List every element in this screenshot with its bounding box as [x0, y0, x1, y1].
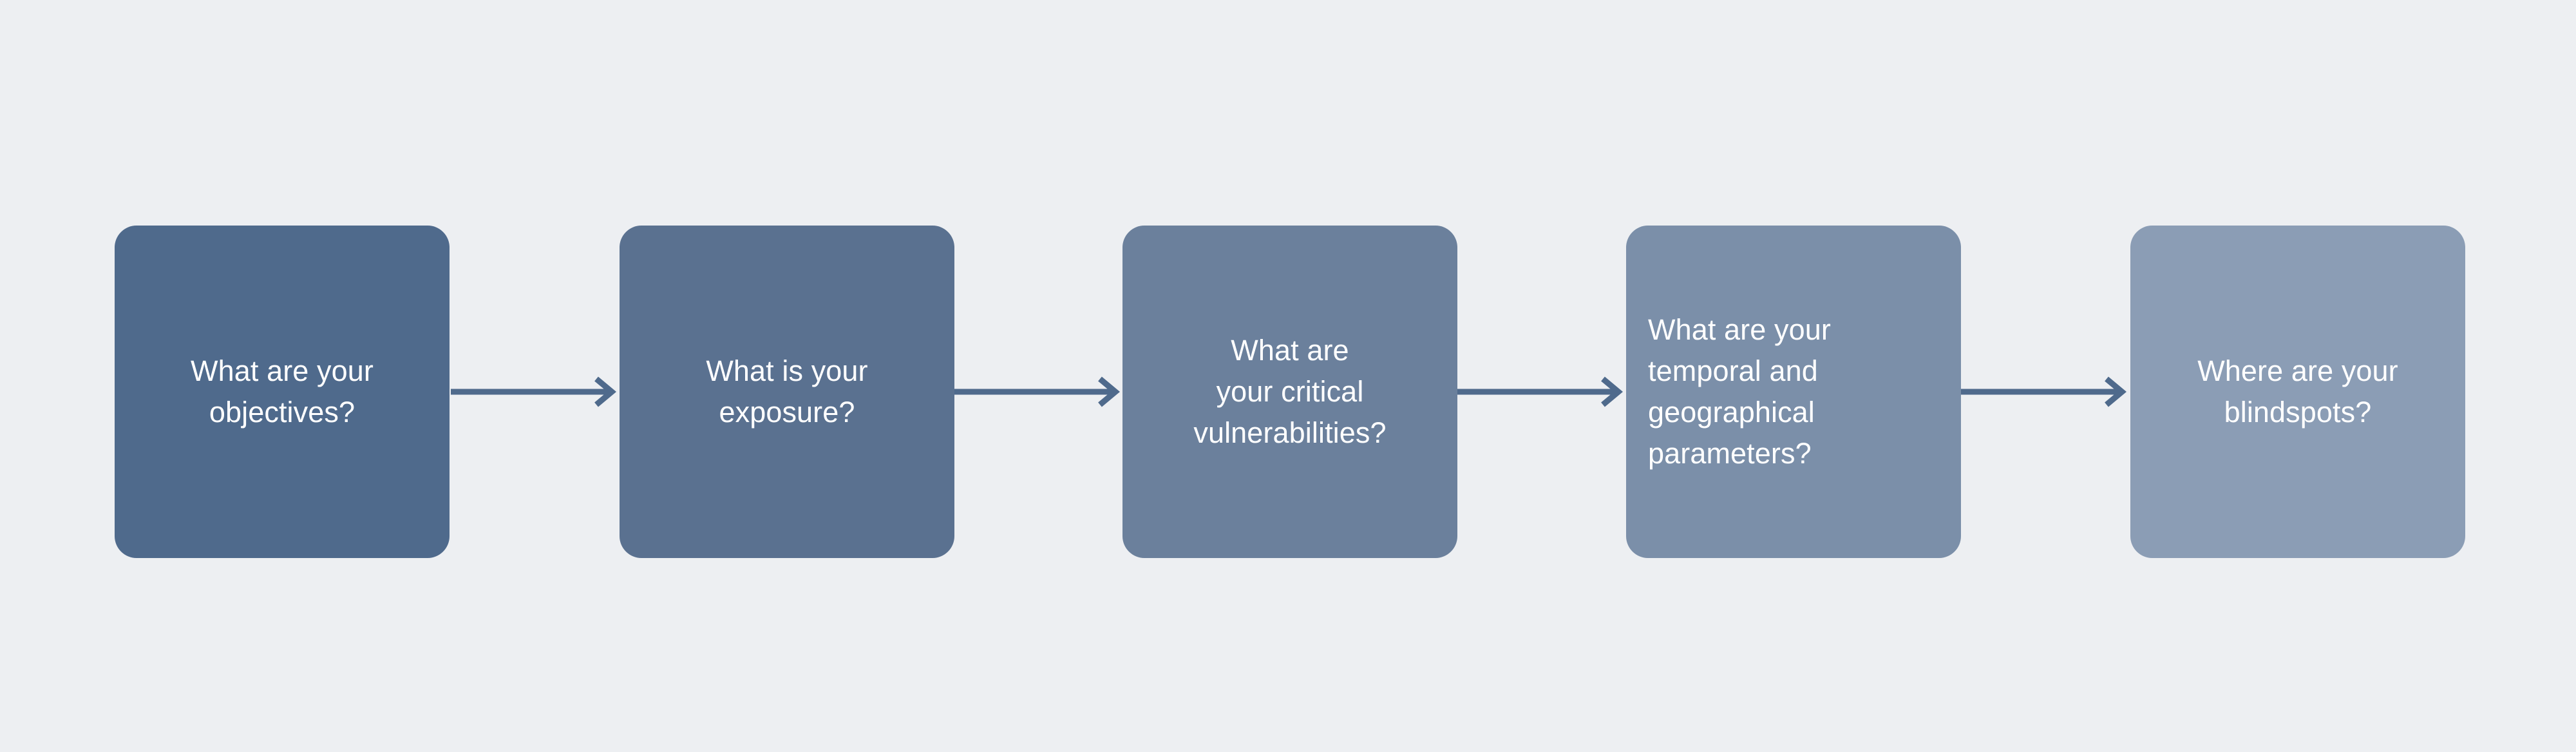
flow-connector-1	[451, 375, 620, 409]
flow-node-label: Where are your blindspots?	[2197, 354, 2398, 429]
arrow-right-icon	[451, 376, 617, 407]
flow-node-label: What is your exposure?	[706, 354, 868, 429]
flow-node-blindspots[interactable]: Where are your blindspots?	[2130, 226, 2465, 558]
arrow-right-icon	[1457, 376, 1624, 407]
arrow-right-icon	[1961, 376, 2127, 407]
flow-node-label: What are your critical vulnerabilities?	[1193, 334, 1387, 449]
flow-node-label: What are your temporal and geographical …	[1648, 313, 1831, 470]
flow-node-label: What are your objectives?	[191, 354, 374, 429]
flow-node-objectives[interactable]: What are your objectives?	[115, 226, 450, 558]
flow-connector-2	[954, 375, 1123, 409]
flow-node-critical-vulnerabilities[interactable]: What are your critical vulnerabilities?	[1122, 226, 1457, 558]
arrow-right-icon	[954, 376, 1121, 407]
flow-connector-3	[1457, 375, 1626, 409]
flow-connector-4	[1961, 375, 2130, 409]
flow-node-exposure[interactable]: What is your exposure?	[620, 226, 954, 558]
flow-node-temporal-geographical-parameters[interactable]: What are your temporal and geographical …	[1626, 226, 1961, 558]
